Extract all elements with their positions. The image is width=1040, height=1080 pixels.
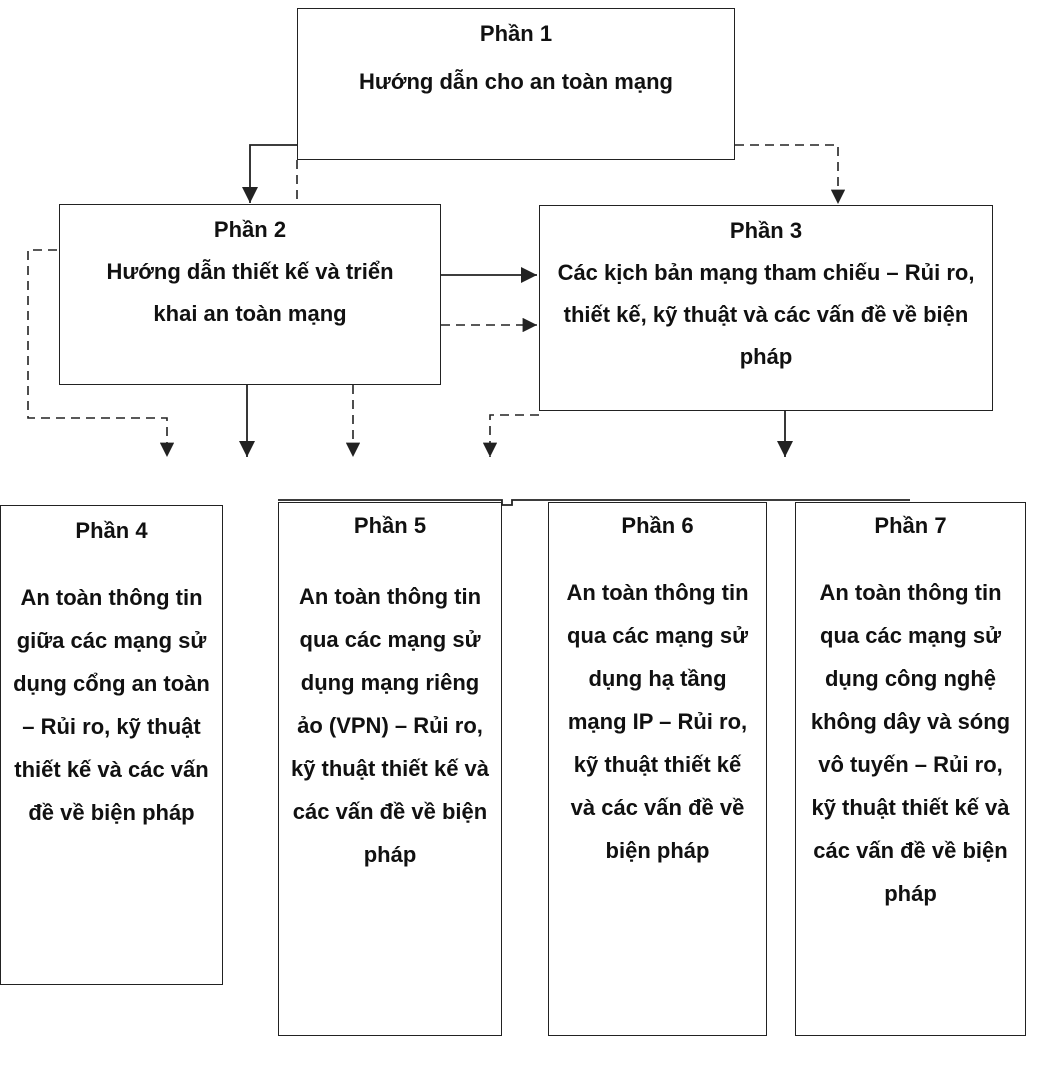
box-phan-5-body: An toàn thông tin qua các mạng sử dụng m… bbox=[290, 584, 490, 867]
box-phan-7: Phần 7 An toàn thông tin qua các mạng sử… bbox=[795, 502, 1026, 1036]
box-phan-2: Phần 2 Hướng dẫn thiết kế và triển khai … bbox=[59, 204, 441, 385]
box-phan-5: Phần 5 An toàn thông tin qua các mạng sử… bbox=[278, 502, 502, 1036]
box-phan-3-title: Phần 3 bbox=[729, 218, 803, 243]
arrow-p1-to-p3-dashed bbox=[735, 144, 846, 204]
box-phan-2-body: Hướng dẫn thiết kế và triển khai an toàn… bbox=[106, 259, 394, 326]
arrow-p1-to-p2-solid bbox=[241, 144, 297, 203]
box-phan-7-title: Phần 7 bbox=[874, 513, 947, 538]
box-phan-3: Phần 3 Các kịch bản mạng tham chiếu – Rủ… bbox=[539, 205, 993, 411]
box-phan-6: Phần 6 An toàn thông tin qua các mạng sử… bbox=[548, 502, 767, 1036]
box-phan-7-body: An toàn thông tin qua các mạng sử dụng c… bbox=[810, 580, 1011, 906]
box-phan-1-body: Hướng dẫn cho an toàn mạng bbox=[359, 69, 673, 94]
box-phan-4-title: Phần 4 bbox=[75, 518, 148, 543]
arrow-p3-dashed-down bbox=[482, 414, 539, 457]
box-phan-6-body: An toàn thông tin qua các mạng sử dụng h… bbox=[566, 580, 749, 863]
box-phan-4-body: An toàn thông tin giữa các mạng sử dụng … bbox=[13, 585, 210, 825]
box-phan-1: Phần 1 Hướng dẫn cho an toàn mạng bbox=[297, 8, 735, 160]
box-phan-5-title: Phần 5 bbox=[353, 513, 427, 538]
box-phan-2-title: Phần 2 bbox=[213, 217, 287, 242]
box-phan-6-title: Phần 6 bbox=[621, 513, 694, 538]
box-phan-3-body: Các kịch bản mạng tham chiếu – Rủi ro, t… bbox=[557, 260, 975, 369]
box-phan-4: Phần 4 An toàn thông tin giữa các mạng s… bbox=[0, 505, 223, 985]
group-top-line bbox=[278, 499, 910, 506]
box-phan-1-title: Phần 1 bbox=[479, 21, 553, 46]
